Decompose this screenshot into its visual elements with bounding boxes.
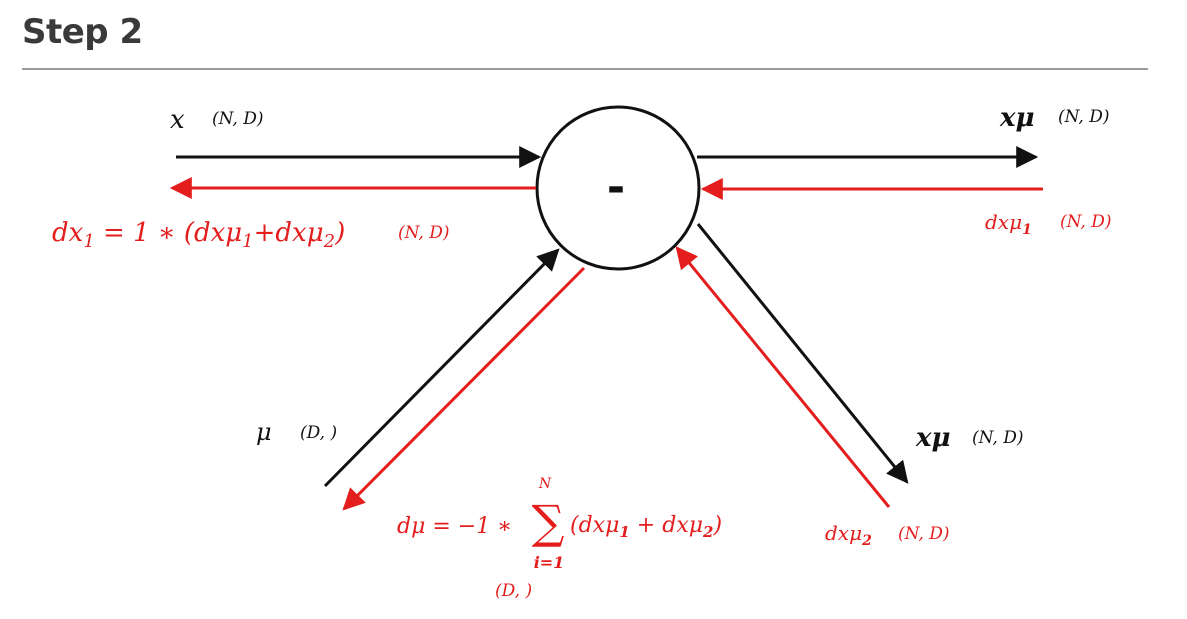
equation-dx1: dx1 = 1 ∗ (dxμ1+dxμ2)	[52, 218, 345, 252]
equation-dmu: dμ = −1 ∗ N ∑ i=1 (dxμ1 + dxμ2) (D, )	[397, 476, 722, 601]
label-dxmu2-shape: (N, D)	[898, 524, 950, 544]
label-xmu-bottom: xμ	[915, 423, 951, 453]
title-divider	[22, 68, 1148, 70]
label-dxmu2: dxμ2	[825, 521, 872, 549]
equation-dmu-shape: (D, )	[495, 581, 532, 601]
equation-dmu-sum-upper: N	[538, 476, 552, 492]
arrow-dxmu2-backward	[675, 246, 891, 508]
label-xmu-bottom-shape: (N, D)	[972, 428, 1024, 448]
label-xmu-top-shape: (N, D)	[1058, 107, 1110, 127]
equation-dx1-shape: (N, D)	[398, 223, 450, 243]
equation-dmu-lhs: dμ = −1 ∗	[397, 514, 512, 539]
label-x: x	[170, 105, 185, 135]
label-dxmu1-shape: (N, D)	[1060, 212, 1112, 232]
equation-dmu-sum-lower: i=1	[534, 553, 565, 572]
equation-dmu-rhs: (dxμ1 + dxμ2)	[570, 513, 722, 541]
label-xmu-top: xμ	[999, 103, 1035, 133]
label-mu-shape: (D, )	[300, 423, 337, 443]
node-circle	[535, 105, 701, 271]
equation-dmu-sum-symbol: ∑	[532, 495, 565, 549]
subtract-node: -	[535, 105, 701, 271]
label-dxmu1: dxμ1	[985, 210, 1032, 238]
arrow-mu-forward	[323, 248, 560, 488]
page-title: Step 2	[22, 12, 143, 52]
label-x-shape: (N, D)	[212, 109, 264, 129]
arrow-xmu-forward-bottom	[696, 223, 909, 484]
label-mu: μ	[256, 418, 272, 446]
arrow-dmu-backward	[342, 266, 586, 511]
node-operator: -	[607, 162, 625, 213]
